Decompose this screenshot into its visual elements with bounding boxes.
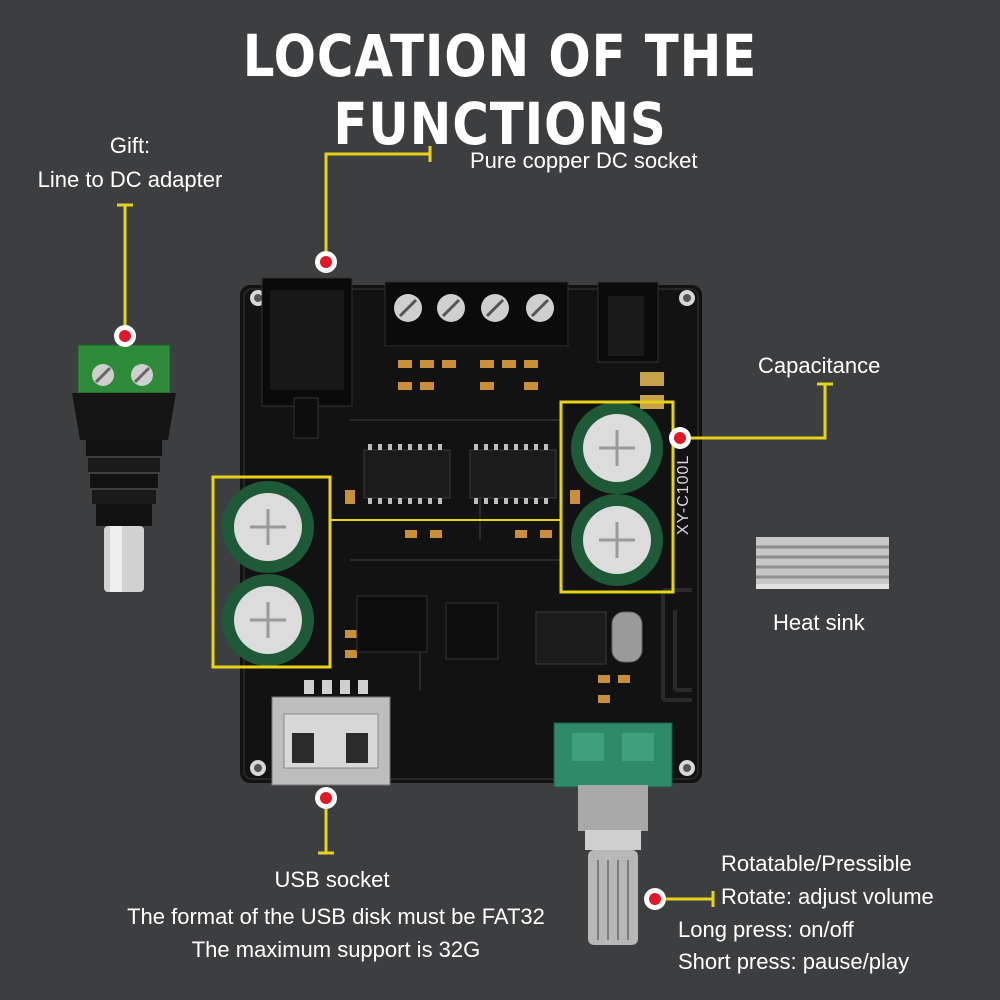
callout-lines (117, 146, 833, 907)
usb-format-note: The format of the USB disk must be FAT32 (127, 904, 545, 929)
capacitance-label: Capacitance (758, 353, 881, 378)
knob-long-press-label: Long press: on/off (678, 917, 854, 942)
knob-title-label: Rotatable/Pressible (721, 851, 912, 876)
bluetooth-module (356, 588, 692, 702)
smd-components (345, 360, 630, 703)
usb-port (271, 680, 391, 786)
usb-socket-label: USB socket (274, 867, 390, 892)
knob-short-press-label: Short press: pause/play (678, 949, 910, 974)
dc-socket-label: Pure copper DC socket (470, 148, 698, 173)
amplifier-ics (363, 444, 557, 504)
capacitors-right (571, 402, 663, 586)
marker-dots (114, 251, 691, 910)
highlight-boxes (211, 400, 675, 669)
rotary-knob (553, 722, 673, 945)
usb-capacity-note: The maximum support is 32G (191, 937, 481, 962)
screw-terminal (384, 281, 569, 347)
audio-jack (597, 281, 664, 409)
dc-socket (261, 277, 353, 439)
page-title: LOCATION OF THE FUNCTIONS (242, 22, 758, 158)
knob-rotate-label: Rotate: adjust volume (721, 884, 934, 909)
capacitors-left (222, 481, 314, 666)
heat-sink (756, 537, 889, 589)
dc-adapter-label: Line to DC adapter (37, 167, 223, 192)
gift-label: Gift: (109, 133, 151, 158)
board-silkscreen-text: XY-C100L (675, 455, 692, 535)
heat-sink-label: Heat sink (773, 610, 865, 635)
dc-adapter (72, 344, 176, 592)
